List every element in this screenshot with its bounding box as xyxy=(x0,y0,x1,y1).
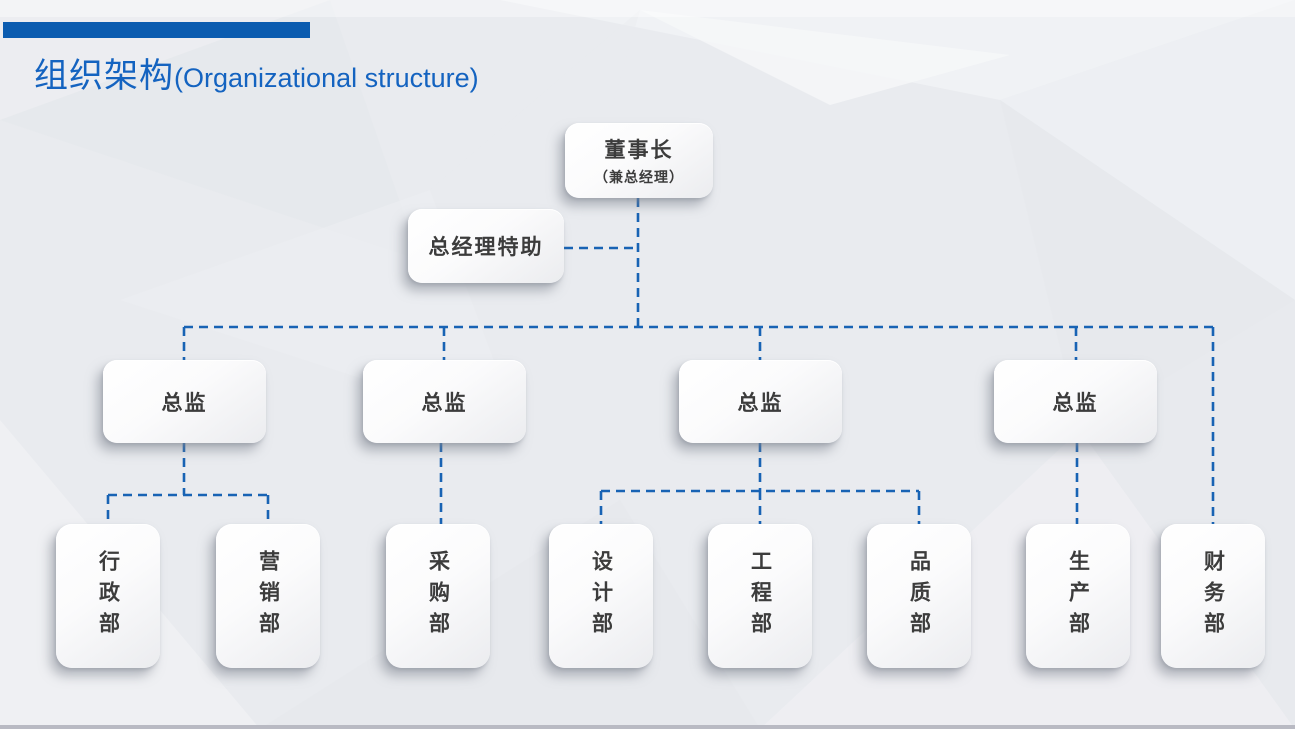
dept-label: 设计部 xyxy=(589,549,613,643)
title-accent-bar xyxy=(3,22,310,38)
node-chairman: 董事长 （兼总经理） xyxy=(565,123,713,198)
dept-label: 生产部 xyxy=(1066,549,1090,643)
node-dept-finance: 财务部 xyxy=(1161,524,1265,668)
bottom-edge-strip xyxy=(0,725,1295,729)
node-director-3: 总监 xyxy=(679,360,842,443)
chairman-title: 董事长 xyxy=(604,139,674,162)
node-dept-marketing: 营销部 xyxy=(216,524,320,668)
director-label: 总监 xyxy=(1052,391,1099,415)
node-dept-design: 设计部 xyxy=(549,524,653,668)
director-label: 总监 xyxy=(737,391,784,415)
node-dept-production: 生产部 xyxy=(1026,524,1130,668)
page-title: 组织架构(Organizational structure) xyxy=(34,48,479,97)
dept-label: 营销部 xyxy=(256,549,280,643)
dept-label: 品质部 xyxy=(907,549,931,643)
dept-label: 采购部 xyxy=(426,549,450,643)
director-label: 总监 xyxy=(161,391,208,415)
dept-label: 财务部 xyxy=(1201,549,1225,643)
node-director-4: 总监 xyxy=(994,360,1157,443)
chairman-subtitle: （兼总经理） xyxy=(594,169,684,185)
top-edge-strip xyxy=(0,0,1295,17)
node-director-1: 总监 xyxy=(103,360,266,443)
node-dept-purchasing: 采购部 xyxy=(386,524,490,668)
director-label: 总监 xyxy=(421,391,468,415)
page-title-english: (Organizational structure) xyxy=(174,63,479,93)
dept-label: 行政部 xyxy=(96,549,120,643)
assistant-label: 总经理特助 xyxy=(428,236,544,259)
dept-label: 工程部 xyxy=(748,549,772,643)
node-director-2: 总监 xyxy=(363,360,526,443)
node-dept-engineering: 工程部 xyxy=(708,524,812,668)
page-title-chinese: 组织架构 xyxy=(34,57,174,95)
node-dept-quality: 品质部 xyxy=(867,524,971,668)
node-dept-admin: 行政部 xyxy=(56,524,160,668)
node-assistant: 总经理特助 xyxy=(408,209,564,283)
